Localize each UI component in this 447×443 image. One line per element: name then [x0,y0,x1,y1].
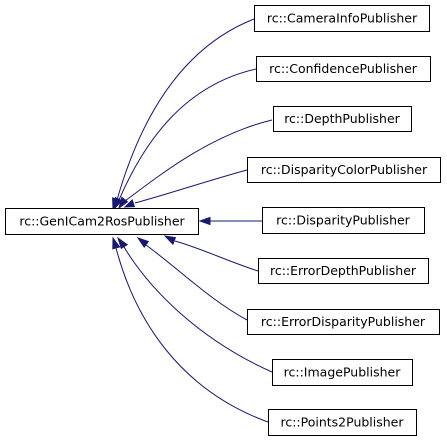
node-box [256,56,431,82]
node-label: rc::DisparityPublisher [276,213,411,228]
node-genicam2rospublisher[interactable]: rc::GenICam2RosPublisher [5,208,199,235]
node-label: rc::ErrorDepthPublisher [270,263,417,278]
node-depthpublisher[interactable]: rc::DepthPublisher [273,106,412,132]
node-disparitycolorpublisher[interactable]: rc::DisparityColorPublisher [247,157,441,183]
arrowhead-disparitycolor [123,198,136,208]
node-confidencepublisher[interactable]: rc::ConfidencePublisher [256,56,431,82]
edge-points2 [115,247,269,423]
node-label: rc::ImagePublisher [284,365,402,380]
edge-image [123,246,273,373]
edge-depth [124,119,273,202]
arrowhead-errordepth [163,235,177,246]
node-box [5,208,199,235]
node-label: rc::Points2Publisher [280,415,404,430]
node-label: rc::ConfidencePublisher [269,61,418,76]
node-label: rc::GenICam2RosPublisher [19,214,185,229]
edge-disparitycolor [134,169,248,204]
node-box [247,157,441,183]
node-box [258,258,429,284]
arrowhead-confidence [114,196,123,210]
arrowhead-disparity [198,216,211,226]
edge-confidence [118,68,257,201]
node-box [273,106,412,132]
node-label: rc::CameraInfoPublisher [267,11,418,26]
node-box [268,409,417,436]
arrowhead-depth [118,196,129,210]
edge-errordepth [174,240,259,272]
node-label: rc::ErrorDisparityPublisher [261,314,426,329]
node-label: rc::DisparityColorPublisher [261,162,428,177]
node-camerainfopublisher[interactable]: rc::CameraInfoPublisher [254,5,430,32]
node-points2publisher[interactable]: rc::Points2Publisher [268,409,417,436]
node-box [254,5,430,32]
node-imagepublisher[interactable]: rc::ImagePublisher [272,359,413,386]
node-label: rc::DepthPublisher [284,111,400,126]
arrowhead-image [117,236,129,250]
node-errordisparitypublisher[interactable]: rc::ErrorDisparityPublisher [247,309,440,335]
node-disparitypublisher[interactable]: rc::DisparityPublisher [262,207,425,234]
node-errordepthpublisher[interactable]: rc::ErrorDepthPublisher [258,258,429,284]
arrowhead-points2 [112,236,121,250]
node-box [247,309,440,335]
arrowhead-errordisparity [136,237,150,248]
edge-camerainfo [116,18,255,201]
node-box [272,359,413,386]
inheritance-edges [112,18,273,423]
node-box [262,207,425,234]
edge-errordisparity [145,244,248,321]
